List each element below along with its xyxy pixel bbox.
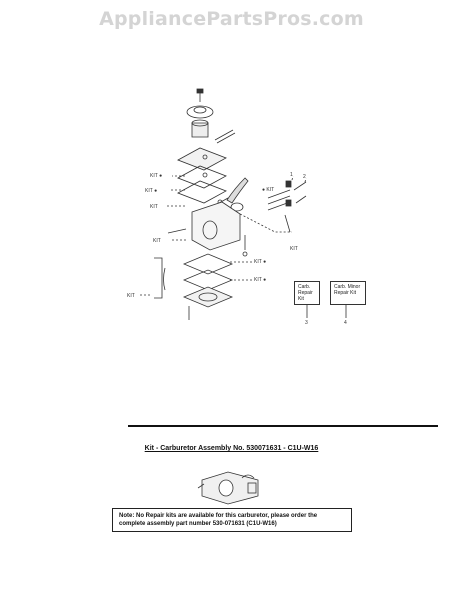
top-screw-head	[196, 88, 204, 94]
section-divider	[128, 425, 438, 427]
kit-label-1: KIT ●	[150, 173, 163, 179]
carb-repair-kit-box: Carb. Repair Kit	[294, 281, 320, 305]
throttle-lever	[226, 177, 249, 204]
fuel-pump-cylinder	[191, 122, 209, 138]
kit-label-9: ● KIT	[262, 187, 275, 193]
kit-label-7: KIT	[127, 293, 135, 299]
kit-label-3: KIT	[150, 204, 158, 210]
cover-cap	[186, 105, 214, 119]
kit-assembly-title: Kit - Carburetor Assembly No. 530071631 …	[144, 445, 319, 452]
metering-cover	[182, 286, 234, 308]
pump-cover-plate	[177, 147, 227, 171]
callout-2: 2	[303, 174, 306, 180]
carb-minor-repair-kit-box: Carb. Minor Repair Kit	[330, 281, 366, 305]
metering-gasket	[182, 253, 234, 275]
callout-4: 4	[344, 320, 347, 326]
watermark: AppliancePartsPros.com	[99, 8, 364, 30]
carburetor-assembly-illustration	[197, 471, 259, 505]
pump-diaphragm	[177, 165, 227, 189]
callout-1: 1	[290, 172, 293, 178]
kit-label-4: KIT	[153, 238, 161, 244]
kit-label-5: KIT ●	[254, 259, 267, 265]
kit-label-8: KIT	[290, 246, 298, 252]
callout-3: 3	[305, 320, 308, 326]
pump-gasket	[177, 180, 227, 204]
kit-label-2: KIT ●	[145, 188, 158, 194]
repair-kit-note: Note: No Repair kits are available for t…	[112, 508, 352, 532]
kit-label-6: KIT ●	[254, 277, 267, 283]
